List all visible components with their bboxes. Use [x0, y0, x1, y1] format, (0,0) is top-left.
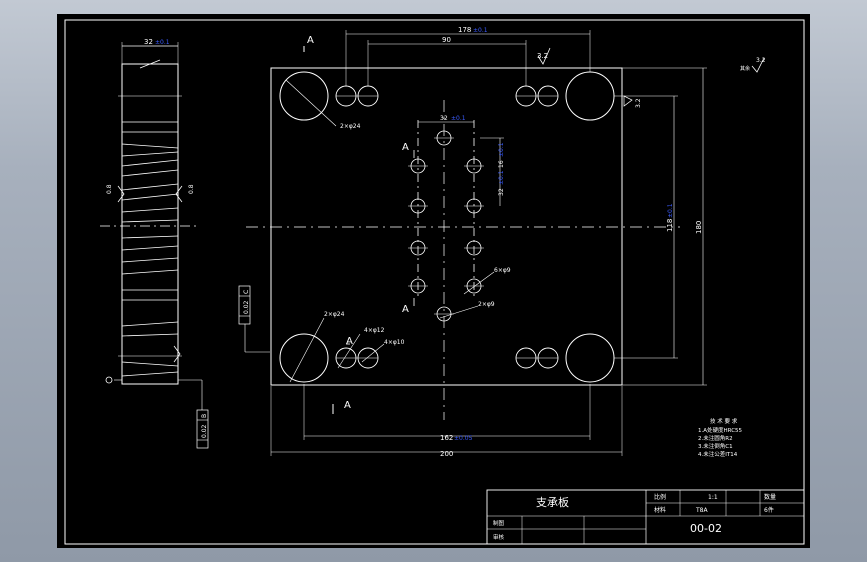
notes-item-2: 2.未注圆角R2: [698, 434, 733, 442]
title-block: [486, 489, 805, 545]
callout-hole-d: 2×φ9: [478, 301, 495, 308]
dim-side-v1: 16: [498, 160, 505, 168]
section-label-left: A: [402, 142, 409, 153]
callout-hole-large-top: 2×φ24: [340, 123, 361, 130]
flatness-left-value: 0.02: [243, 300, 250, 314]
callout-hole-b: 4×φ10: [384, 339, 405, 346]
drawn-label: 制图: [493, 519, 505, 527]
scale-value: 1:1: [708, 494, 718, 501]
notes-heading: 技 术 要 求: [710, 417, 738, 425]
plan-view: [246, 30, 765, 456]
callout-hole-large-bottom: 2×φ24: [324, 311, 345, 318]
dim-right-inner-tol: ±0.1: [667, 203, 674, 218]
notes-item-4: 4.未注公差IT14: [698, 450, 738, 458]
flatness-bottom-ref: B: [201, 414, 208, 418]
dim-side-v2: 32: [498, 188, 505, 196]
drawing-border: [64, 19, 805, 545]
dim-center-pitch: 32: [440, 115, 448, 122]
section-label-top: A: [307, 35, 314, 46]
checked-label: 审核: [493, 533, 505, 541]
callout-hole-a: 4×φ12: [364, 327, 385, 334]
dim-side-v2-tol: ±0.1: [498, 170, 505, 185]
roughness-note-value: 3.2: [756, 57, 766, 64]
drawing-sheet: [57, 14, 810, 548]
scale-label: 比例: [654, 493, 666, 501]
callout-hole-c: 6×φ9: [494, 267, 511, 274]
flatness-left-ref: C: [243, 290, 250, 294]
dim-top-inner: 90: [442, 36, 451, 44]
roughness-side-a: 0.8: [106, 184, 113, 194]
section-view: [100, 42, 203, 410]
dim-top-overall: 178: [458, 26, 471, 34]
thickness-dim: 32: [144, 38, 153, 46]
dim-bottom-inner-tol: ±0.05: [454, 435, 473, 442]
dim-right-outer: 180: [695, 221, 703, 234]
dim-top-overall-tol: ±0.1: [473, 27, 488, 34]
dim-bottom-outer: 200: [440, 450, 453, 458]
flatness-left-frame: [238, 285, 270, 353]
section-label-bottom: A: [344, 400, 351, 411]
flatness-bottom-frame: [196, 409, 209, 449]
qty-value: 6件: [764, 506, 774, 514]
dim-center-pitch-tol: ±0.1: [451, 115, 466, 122]
qty-label: 数量: [764, 493, 776, 501]
dim-right-inner: 118: [666, 219, 674, 232]
roughness-side-b: 0.8: [188, 184, 195, 194]
flatness-bottom-value: 0.02: [201, 424, 208, 438]
notes-item-3: 3.未注倒角C1: [698, 442, 733, 450]
roughness-note: 其余: [740, 65, 750, 72]
drawing-number: 00-02: [690, 522, 722, 535]
thickness-tol: ±0.1: [155, 39, 170, 46]
dim-bottom-inner: 162: [440, 434, 453, 442]
material-label: 材料: [654, 506, 666, 514]
dim-side-v1-tol: ±0.1: [498, 142, 505, 157]
notes-item-1: 1.A处硬度HRC55: [698, 426, 743, 434]
section-label-middle: A: [346, 336, 353, 347]
section-label-left2: A: [402, 304, 409, 315]
roughness-top: 3.2: [537, 52, 548, 60]
part-name: 支承板: [536, 495, 569, 509]
roughness-right: 3.2: [635, 98, 642, 108]
material-value: T8A: [695, 507, 708, 514]
